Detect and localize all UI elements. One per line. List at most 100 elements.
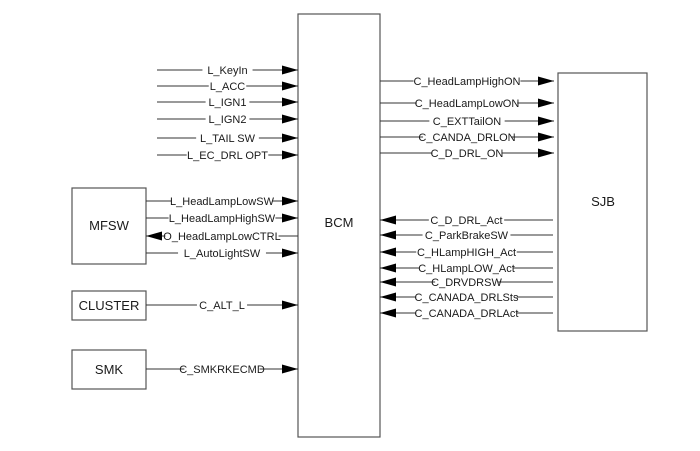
mfsw-bcm-signal: L_HeadLampLowSW bbox=[146, 195, 298, 208]
signal-label: L_HeadLampLowSW bbox=[170, 196, 275, 208]
signal-label: C_ParkBrakeSW bbox=[425, 230, 509, 242]
label-background bbox=[429, 115, 505, 127]
arrowhead-icon bbox=[538, 148, 554, 158]
bcm-to-sjb-signal: C_D_DRL_ON bbox=[380, 147, 554, 160]
mfsw-bcm-signal: L_AutoLightSW bbox=[146, 247, 298, 260]
arrowhead-icon bbox=[282, 196, 298, 206]
bcm-to-sjb-signal: C_HeadLampHighON bbox=[380, 75, 554, 88]
label-background bbox=[432, 147, 502, 159]
arrowhead-icon bbox=[282, 97, 298, 107]
input-signal-to-bcm: L_KeyIn bbox=[157, 64, 298, 77]
signal-label: L_IGN2 bbox=[209, 114, 247, 126]
signal-label: C_HLampLOW_Act bbox=[418, 263, 515, 275]
cluster-label: CLUSTER bbox=[79, 298, 140, 313]
arrowhead-icon bbox=[538, 98, 554, 108]
signal-label: C_D_DRL_Act bbox=[430, 215, 502, 227]
signal-label: L_HeadLampHighSW bbox=[169, 213, 276, 225]
arrowhead-icon bbox=[538, 132, 554, 142]
bcm-box bbox=[297, 13, 381, 438]
sjb-label: SJB bbox=[591, 194, 615, 209]
sjb-to-bcm-signal: C_D_DRL_Act bbox=[380, 214, 553, 227]
bcm-to-sjb-signal: C_CANDA_DRLON bbox=[380, 131, 554, 144]
mfsw-bcm-signal: L_HeadLampHighSW bbox=[146, 212, 298, 225]
arrowhead-icon bbox=[380, 230, 396, 240]
signal-label: O_HeadLampLowCTRL bbox=[163, 231, 280, 243]
label-background bbox=[419, 262, 514, 274]
arrowhead-icon bbox=[282, 248, 298, 258]
signal-label: C_CANADA_DRLAct bbox=[415, 308, 519, 320]
signal-label: L_ACC bbox=[210, 81, 246, 93]
label-background bbox=[416, 97, 518, 109]
signal-label: C_CANADA_DRLSts bbox=[415, 292, 519, 304]
signal-label: C_EXTTailON bbox=[433, 116, 502, 128]
arrowhead-icon bbox=[282, 213, 298, 223]
arrowhead-icon bbox=[380, 277, 396, 287]
label-background bbox=[208, 80, 247, 92]
bcm-to-sjb-signal: C_HeadLampLowON bbox=[380, 97, 554, 110]
label-background bbox=[435, 276, 498, 288]
arrowhead-icon bbox=[538, 76, 554, 86]
mfsw-label: MFSW bbox=[89, 218, 129, 233]
arrowhead-icon bbox=[380, 247, 396, 257]
arrowhead-icon bbox=[282, 150, 298, 160]
input-signal-to-bcm: L_IGN2 bbox=[157, 113, 298, 126]
label-background bbox=[422, 229, 511, 241]
label-background bbox=[205, 96, 250, 108]
label-background bbox=[413, 75, 521, 87]
label-background bbox=[196, 132, 259, 144]
signal-label: C_HeadLampHighON bbox=[414, 76, 521, 88]
smk-bcm-signal: C_SMKRKECMD bbox=[146, 363, 298, 376]
arrowhead-icon bbox=[380, 292, 396, 302]
signal-label: L_IGN1 bbox=[209, 97, 247, 109]
label-background bbox=[416, 307, 517, 319]
cluster-bcm-signal: C_ALT_L bbox=[146, 299, 298, 312]
label-background bbox=[186, 149, 269, 161]
arrowhead-icon bbox=[282, 300, 298, 310]
arrowhead-icon bbox=[282, 114, 298, 124]
label-background bbox=[165, 230, 279, 242]
signal-label: C_ALT_L bbox=[199, 300, 245, 312]
signal-label: L_TAIL SW bbox=[200, 133, 256, 145]
arrowhead-icon bbox=[282, 81, 298, 91]
label-background bbox=[178, 247, 266, 259]
mfsw-bcm-signal: O_HeadLampLowCTRL bbox=[146, 230, 298, 243]
label-background bbox=[184, 363, 260, 375]
label-background bbox=[171, 195, 273, 207]
signal-label: C_SMKRKECMD bbox=[179, 364, 265, 376]
signal-label: C_CANDA_DRLON bbox=[418, 132, 515, 144]
label-background bbox=[168, 212, 276, 224]
label-background bbox=[202, 64, 253, 76]
signal-label: L_EC_DRL OPT bbox=[187, 150, 268, 162]
bcm-to-sjb-signal: C_EXTTailON bbox=[380, 115, 554, 128]
label-background bbox=[428, 214, 505, 226]
sjb-to-bcm-signal: C_CANADA_DRLAct bbox=[380, 307, 553, 320]
sjb-to-bcm-signal: C_HLampHIGH_Act bbox=[380, 246, 553, 259]
label-background bbox=[196, 299, 248, 311]
sjb-to-bcm-signal: C_DRVDRSW bbox=[380, 276, 553, 289]
smk-box bbox=[71, 349, 147, 390]
arrowhead-icon bbox=[282, 65, 298, 75]
sjb-to-bcm-signal: C_CANADA_DRLSts bbox=[380, 291, 553, 304]
arrowhead-icon bbox=[146, 231, 162, 241]
input-signal-to-bcm: L_TAIL SW bbox=[157, 132, 298, 145]
mfsw-box bbox=[71, 187, 147, 265]
sjb-to-bcm-signal: C_ParkBrakeSW bbox=[380, 229, 553, 242]
signal-label: L_AutoLightSW bbox=[184, 248, 261, 260]
label-background bbox=[416, 246, 517, 258]
signal-label: C_DRVDRSW bbox=[431, 277, 502, 289]
signal-label: C_D_DRL_ON bbox=[431, 148, 504, 160]
label-background bbox=[423, 131, 511, 143]
signal-label: C_HLampHIGH_Act bbox=[417, 247, 516, 259]
arrowhead-icon bbox=[380, 308, 396, 318]
sjb-box bbox=[557, 72, 648, 332]
sjb-to-bcm-signal: C_HLampLOW_Act bbox=[380, 262, 553, 275]
arrowhead-icon bbox=[282, 364, 298, 374]
bcm-label: BCM bbox=[325, 215, 354, 230]
input-signal-to-bcm: L_ACC bbox=[157, 80, 298, 93]
signal-label: C_HeadLampLowON bbox=[415, 98, 520, 110]
signal-label: L_KeyIn bbox=[207, 65, 247, 77]
input-signal-to-bcm: L_EC_DRL OPT bbox=[157, 149, 298, 162]
input-signal-to-bcm: L_IGN1 bbox=[157, 96, 298, 109]
arrowhead-icon bbox=[380, 215, 396, 225]
